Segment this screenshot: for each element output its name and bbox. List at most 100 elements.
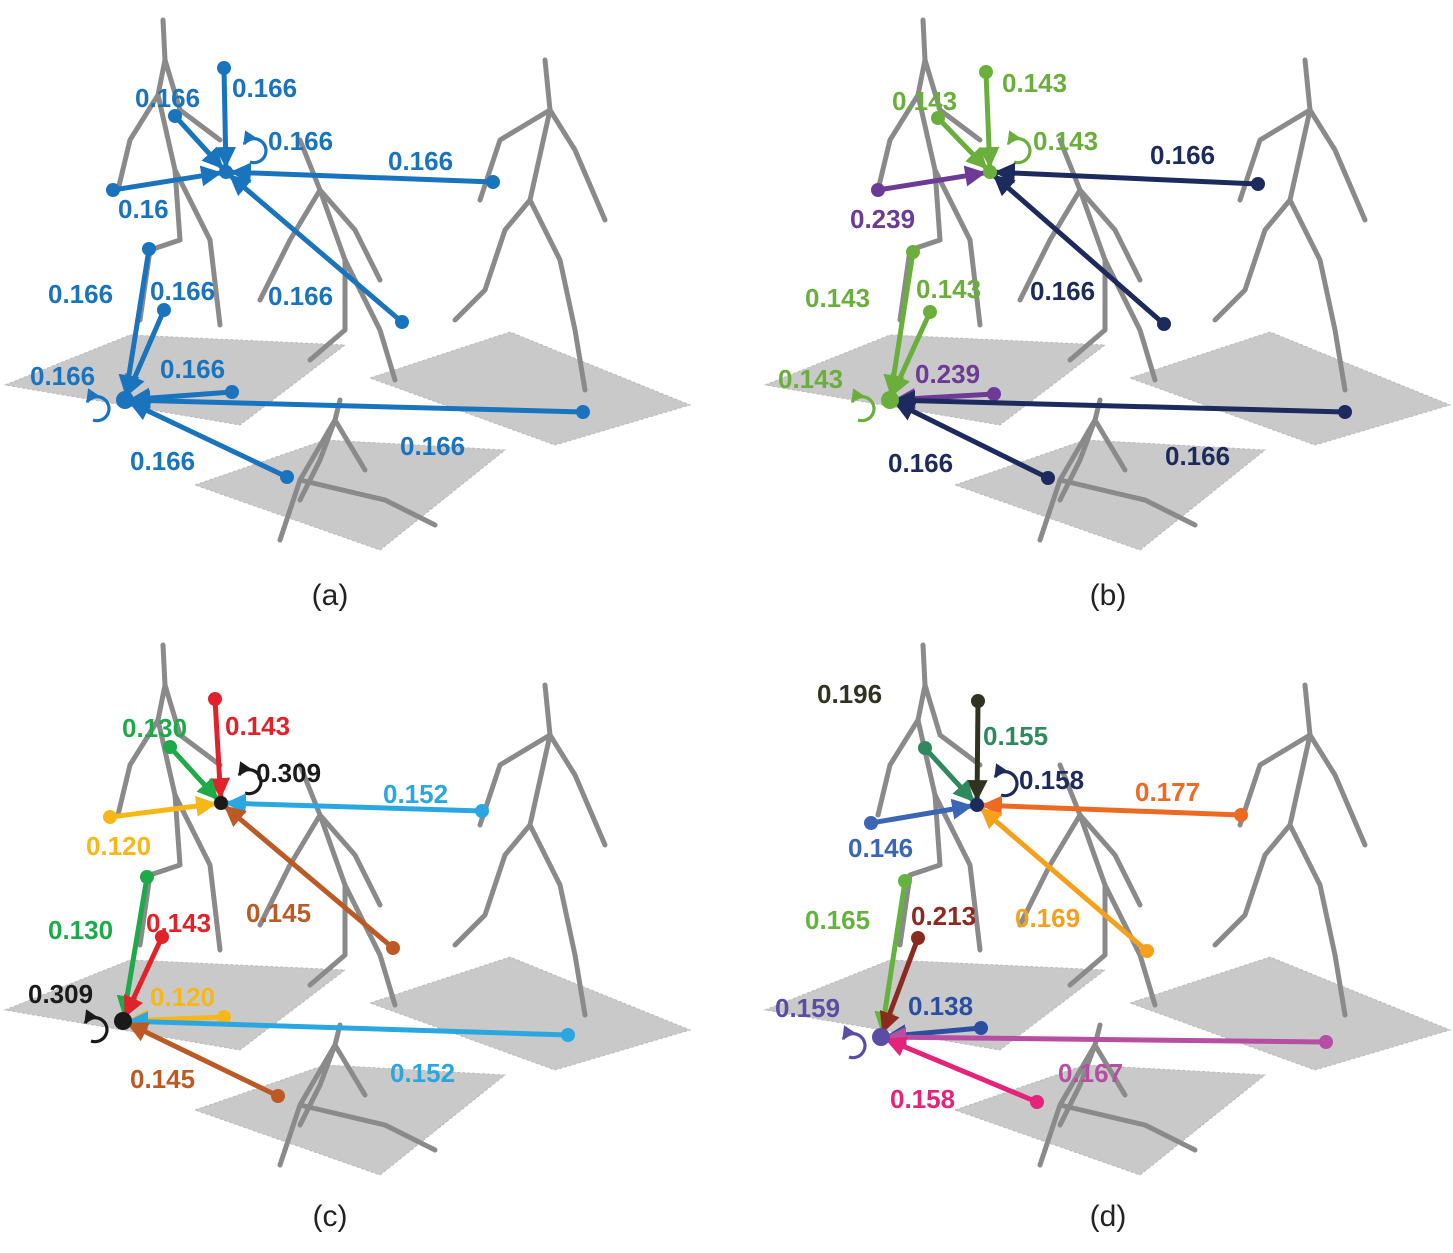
weighted-edge: 0.145 <box>223 804 400 955</box>
skeleton <box>875 642 983 953</box>
edge-weight-label: 0.143 <box>805 283 870 313</box>
edge-weight-label: 0.196 <box>817 679 882 709</box>
edge-weight-label: 0.138 <box>908 991 973 1021</box>
source-joint <box>475 804 489 818</box>
edge-weight-label: 0.239 <box>850 204 915 234</box>
edge-weight-label: 0.152 <box>390 1058 455 1088</box>
edge-arrow <box>868 798 974 826</box>
self-loop-arrow <box>1006 130 1032 165</box>
edge-arrow <box>883 249 916 397</box>
source-joint <box>395 315 409 329</box>
edge-arrow <box>125 1021 281 1099</box>
edge-arrow <box>874 878 908 1034</box>
weighted-edge: 0.196 <box>817 679 988 802</box>
skeleton <box>257 137 398 383</box>
edge-weight-label: 0.166 <box>130 446 195 476</box>
source-joint <box>971 694 985 708</box>
edge-weight-label: 0.143 <box>916 274 981 304</box>
source-joint <box>1041 471 1055 485</box>
self-loop-arrow <box>83 1009 109 1044</box>
edge-weight-label: 0.143 <box>1002 68 1067 98</box>
hub-joint <box>881 391 899 409</box>
edge-weight-label: 0.143 <box>146 908 211 938</box>
source-joint <box>106 183 120 197</box>
skeleton <box>1212 682 1368 1018</box>
hub-joint <box>114 1012 132 1030</box>
weighted-edge: 0.130 <box>48 870 154 1018</box>
edge-weight-label: 0.158 <box>1019 765 1084 795</box>
ground-plate <box>193 1064 507 1176</box>
edge-arrow <box>172 113 225 171</box>
self-loop-arrow <box>850 388 876 423</box>
weighted-edge: 0.16 <box>106 165 223 224</box>
panel-caption: (a) <box>312 579 349 612</box>
edge-arrow <box>126 1011 571 1038</box>
source-joint <box>906 245 920 259</box>
self-loop-arrow <box>85 388 111 423</box>
edge-weight-label: 0.143 <box>1033 126 1098 156</box>
source-joint <box>1319 1035 1333 1049</box>
weighted-edge: 0.152 <box>126 1011 575 1088</box>
edge-weight-label: 0.166 <box>48 279 113 309</box>
edge-arrow <box>167 744 220 802</box>
edge-arrow <box>993 162 1261 187</box>
skeleton <box>1017 762 1158 1008</box>
weighted-edge: 0.143 <box>208 692 290 800</box>
source-joint <box>280 470 294 484</box>
ground-plate <box>953 439 1267 551</box>
ground-plate <box>953 1064 1267 1176</box>
hub-joint <box>970 798 984 812</box>
edge-weight-label: 0.166 <box>888 448 953 478</box>
edge-weight-label: 0.166 <box>388 146 453 176</box>
edge-arrow <box>892 400 1051 481</box>
weighted-edge: 0.146 <box>848 798 974 863</box>
skeleton <box>115 642 223 953</box>
edge-weight-label: 0.166 <box>232 73 297 103</box>
edge-weight-label: 0.143 <box>892 86 957 116</box>
weighted-edge: 0.143 <box>1006 126 1098 165</box>
skeleton <box>1037 1022 1198 1168</box>
edge-weight-label: 0.166 <box>268 281 333 311</box>
self-loop-arrow <box>242 130 268 165</box>
weighted-edge: 0.166 <box>135 83 225 171</box>
edge-weight-label: 0.143 <box>225 711 290 741</box>
source-joint <box>576 405 590 419</box>
edge-arrow <box>229 162 496 185</box>
source-joint <box>918 741 932 755</box>
weighted-edge: 0.166 <box>124 276 215 397</box>
edge-weight-label: 0.166 <box>30 361 95 391</box>
edge-arrow <box>884 1026 1329 1048</box>
skeleton <box>1037 397 1198 543</box>
ground-plate <box>1128 331 1452 446</box>
weighted-edge: 0.167 <box>884 1026 1333 1088</box>
edge-weight-label: 0.166 <box>150 276 215 306</box>
edge-weight-label: 0.130 <box>122 713 187 743</box>
weighted-edge: 0.165 <box>805 874 912 1034</box>
weighted-edge: 0.166 <box>30 361 111 423</box>
weighted-edge: 0.143 <box>892 86 989 171</box>
ground-plate <box>1128 956 1452 1071</box>
source-joint <box>1338 405 1352 419</box>
panel-caption: (d) <box>1090 1200 1127 1233</box>
source-joint <box>979 65 993 79</box>
source-joint <box>155 930 169 944</box>
hub-joint <box>214 796 228 810</box>
hub-joint <box>116 391 134 409</box>
edge-weight-label: 0.166 <box>135 83 200 113</box>
weighted-edge: 0.145 <box>125 1021 285 1103</box>
skeleton <box>277 397 438 543</box>
hub-joint <box>219 165 233 179</box>
weighted-edge: 0.155 <box>918 721 1048 804</box>
skeleton <box>875 17 983 328</box>
weighted-edge: 0.166 <box>128 354 239 409</box>
source-joint <box>157 303 171 317</box>
source-joint <box>1030 1095 1044 1109</box>
weighted-edge: 0.309 <box>237 758 321 796</box>
weighted-edge: 0.166 <box>128 390 590 461</box>
source-joint <box>931 111 945 125</box>
source-joint <box>163 740 177 754</box>
skeleton <box>1017 137 1158 383</box>
